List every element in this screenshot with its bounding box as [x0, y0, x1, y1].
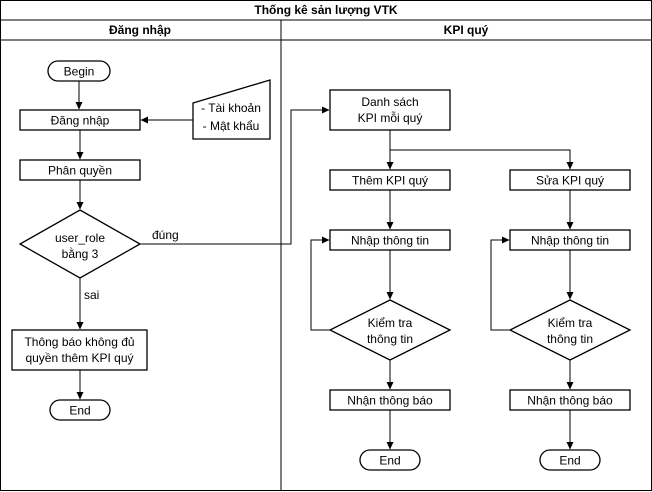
kpi-list-line-1: Danh sách	[361, 95, 418, 109]
edit-kpi-label: Sửa KPI quý	[536, 174, 604, 188]
edge-label-no: sai	[84, 288, 99, 302]
authorize-label: Phân quyền	[48, 164, 112, 178]
end-left-label: End	[69, 404, 90, 418]
edge-check-add-retry	[310, 236, 330, 331]
notify-add-label: Nhận thông báo	[347, 394, 433, 408]
role-decision-line-2: bằng 3	[62, 246, 99, 261]
credentials-line-1: - Tài khoản	[201, 101, 261, 115]
check-add-line-2: thông tin	[367, 332, 413, 346]
begin-label: Begin	[64, 65, 95, 79]
check-edit-node	[508, 299, 632, 361]
lane-header-login: Đăng nhập	[109, 23, 171, 37]
edge-list-edit	[390, 149, 574, 170]
edge-decision-list	[140, 106, 330, 245]
credentials-line-2: - Mật khẩu	[203, 119, 260, 133]
check-add-node	[328, 299, 452, 361]
input-add-label: Nhập thông tin	[351, 234, 429, 248]
pool-title: Thống kê sản lượng VTK	[254, 3, 398, 17]
check-edit-line-1: Kiểm tra	[548, 316, 593, 330]
deny-notice-node	[11, 329, 148, 371]
add-kpi-label: Thêm KPI quý	[352, 174, 428, 188]
end-left-node	[49, 399, 111, 421]
deny-notice-line-2: quyền thêm KPI quý	[25, 351, 133, 365]
end-add-label: End	[379, 454, 400, 468]
role-decision-line-1: user_role	[55, 231, 105, 245]
edge-label-yes: đúng	[152, 228, 179, 242]
credentials-input-node	[192, 79, 271, 140]
edge-check-edit-retry	[490, 236, 510, 331]
end-edit-node	[539, 449, 601, 471]
check-add-line-1: Kiểm tra	[368, 316, 413, 330]
notify-edit-label: Nhận thông báo	[527, 394, 613, 408]
lane-header-kpi: KPI quý	[444, 23, 489, 37]
deny-notice-line-1: Thông báo không đủ	[24, 335, 134, 349]
kpi-list-node	[329, 89, 451, 131]
login-step-label: Đăng nhập	[51, 114, 110, 128]
input-edit-label: Nhập thông tin	[531, 234, 609, 248]
check-edit-line-2: thông tin	[547, 332, 593, 346]
end-edit-label: End	[559, 454, 580, 468]
end-add-node	[359, 449, 421, 471]
kpi-list-line-2: KPI mỗi quý	[358, 110, 423, 125]
